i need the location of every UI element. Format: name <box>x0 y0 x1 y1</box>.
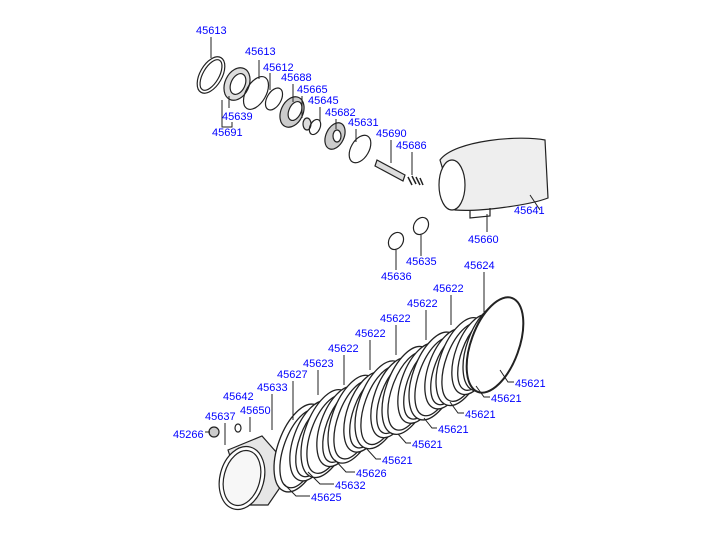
snap-ring-45613-b <box>242 76 270 110</box>
part-label-45622[interactable]: 45622 <box>380 313 411 325</box>
part-label-45632[interactable]: 45632 <box>335 480 366 492</box>
part-label-45613[interactable]: 45613 <box>245 46 276 58</box>
part-label-45688[interactable]: 45688 <box>281 72 312 84</box>
part-label-45686[interactable]: 45686 <box>396 140 427 152</box>
part-label-45636[interactable]: 45636 <box>381 271 412 283</box>
part-label-45637[interactable]: 45637 <box>205 411 236 423</box>
part-label-45622[interactable]: 45622 <box>407 298 438 310</box>
part-label-45266[interactable]: 45266 <box>173 429 204 441</box>
pin-45690 <box>374 159 406 182</box>
part-label-45650[interactable]: 45650 <box>240 405 271 417</box>
part-label-45625[interactable]: 45625 <box>311 492 342 504</box>
plug-45266 <box>208 426 220 438</box>
part-label-45621[interactable]: 45621 <box>412 439 443 451</box>
part-label-45641[interactable]: 45641 <box>514 205 545 217</box>
ring-45645 <box>308 118 322 136</box>
part-label-45621[interactable]: 45621 <box>438 424 469 436</box>
part-label-45665[interactable]: 45665 <box>297 84 328 96</box>
ring-45636 <box>387 231 405 251</box>
part-label-45621[interactable]: 45621 <box>491 393 522 405</box>
part-label-45639[interactable]: 45639 <box>222 111 253 123</box>
seal-45631 <box>348 134 372 164</box>
part-label-45622[interactable]: 45622 <box>328 343 359 355</box>
part-label-45613[interactable]: 45613 <box>196 25 227 37</box>
part-label-45623[interactable]: 45623 <box>303 358 334 370</box>
part-label-45621[interactable]: 45621 <box>515 378 546 390</box>
part-label-45624[interactable]: 45624 <box>464 260 495 272</box>
part-label-45642[interactable]: 45642 <box>223 391 254 403</box>
spring-45686 <box>407 175 424 186</box>
o-ring-45612 <box>264 87 284 111</box>
part-label-45691[interactable]: 45691 <box>212 127 243 139</box>
part-label-45627[interactable]: 45627 <box>277 369 308 381</box>
band-drum-45641 <box>439 137 549 211</box>
ring-45650 <box>234 423 242 433</box>
part-label-45612[interactable]: 45612 <box>263 62 294 74</box>
part-label-45682[interactable]: 45682 <box>325 107 356 119</box>
part-label-45660[interactable]: 45660 <box>468 234 499 246</box>
snap-ring-45613-a-inner <box>199 59 223 91</box>
part-label-45626[interactable]: 45626 <box>356 468 387 480</box>
part-label-45622[interactable]: 45622 <box>355 328 386 340</box>
part-label-45622[interactable]: 45622 <box>433 283 464 295</box>
part-label-45645[interactable]: 45645 <box>308 95 339 107</box>
part-label-45633[interactable]: 45633 <box>257 382 288 394</box>
part-label-45631[interactable]: 45631 <box>348 117 379 129</box>
pressure-plate-45624 <box>465 296 525 394</box>
part-label-45690[interactable]: 45690 <box>376 128 407 140</box>
part-label-45635[interactable]: 45635 <box>406 256 437 268</box>
part-label-45621[interactable]: 45621 <box>382 455 413 467</box>
snap-ring-45613-a <box>196 56 226 94</box>
part-label-45621[interactable]: 45621 <box>465 409 496 421</box>
ring-45635 <box>412 216 430 236</box>
